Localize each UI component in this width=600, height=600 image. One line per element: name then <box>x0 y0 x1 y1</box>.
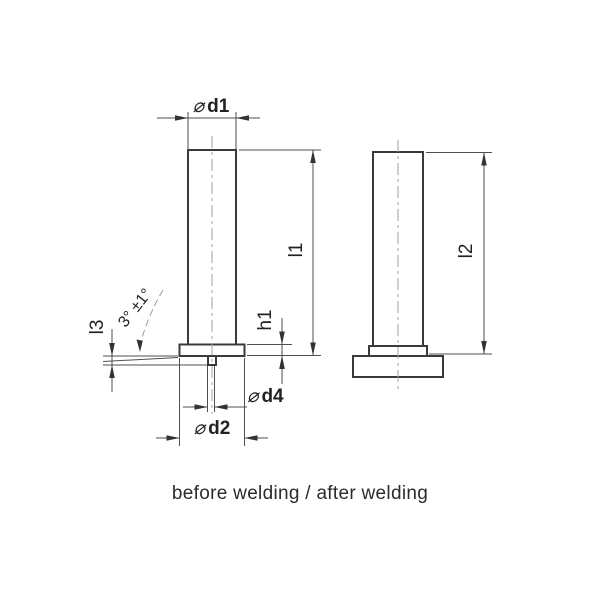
dim-d1: ⌀d1 <box>157 96 260 149</box>
arrowhead <box>214 404 228 410</box>
arrowhead <box>136 339 143 352</box>
dim-d2: ⌀d2 <box>156 358 268 446</box>
dim-l3: l3 <box>87 320 207 392</box>
dim-h1-label: h1 <box>255 309 276 330</box>
arrowhead <box>236 115 249 121</box>
dim-d2-label: ⌀d2 <box>194 418 231 439</box>
arrowhead <box>279 355 285 369</box>
dim-l3-label: l3 <box>87 320 108 335</box>
arrowhead <box>166 435 180 441</box>
taper-line <box>102 357 179 362</box>
dim-l2: l2 <box>426 152 492 355</box>
caption: before welding / after welding <box>171 483 429 504</box>
diameter-symbol: ⌀ <box>194 418 207 439</box>
dim-d1-label: ⌀d1 <box>193 96 230 117</box>
stud-after-view <box>352 140 444 390</box>
arrowhead <box>481 341 487 354</box>
arrowhead <box>175 115 188 121</box>
dim-d4: ⌀d4 <box>183 366 284 412</box>
arrowhead <box>109 365 115 378</box>
arrowhead <box>244 435 258 441</box>
arrowhead <box>194 404 208 410</box>
dim-d4-label: ⌀d4 <box>247 386 284 407</box>
dim-l1-label: l1 <box>286 243 307 258</box>
dim-h1: h1 <box>247 309 321 384</box>
arrowhead <box>279 331 285 345</box>
stud-before-view <box>178 136 246 414</box>
arrowhead <box>109 343 115 356</box>
arrowhead <box>310 150 316 163</box>
arrowhead <box>481 152 487 166</box>
diameter-symbol: ⌀ <box>247 386 260 407</box>
angle-label: 3° ±1° <box>115 286 155 331</box>
dim-l2-label: l2 <box>456 244 477 259</box>
arrowhead <box>310 342 316 356</box>
dim-l1: l1 <box>239 149 321 356</box>
dim-angle: 3° ±1° <box>115 286 164 352</box>
diameter-symbol: ⌀ <box>193 96 206 117</box>
